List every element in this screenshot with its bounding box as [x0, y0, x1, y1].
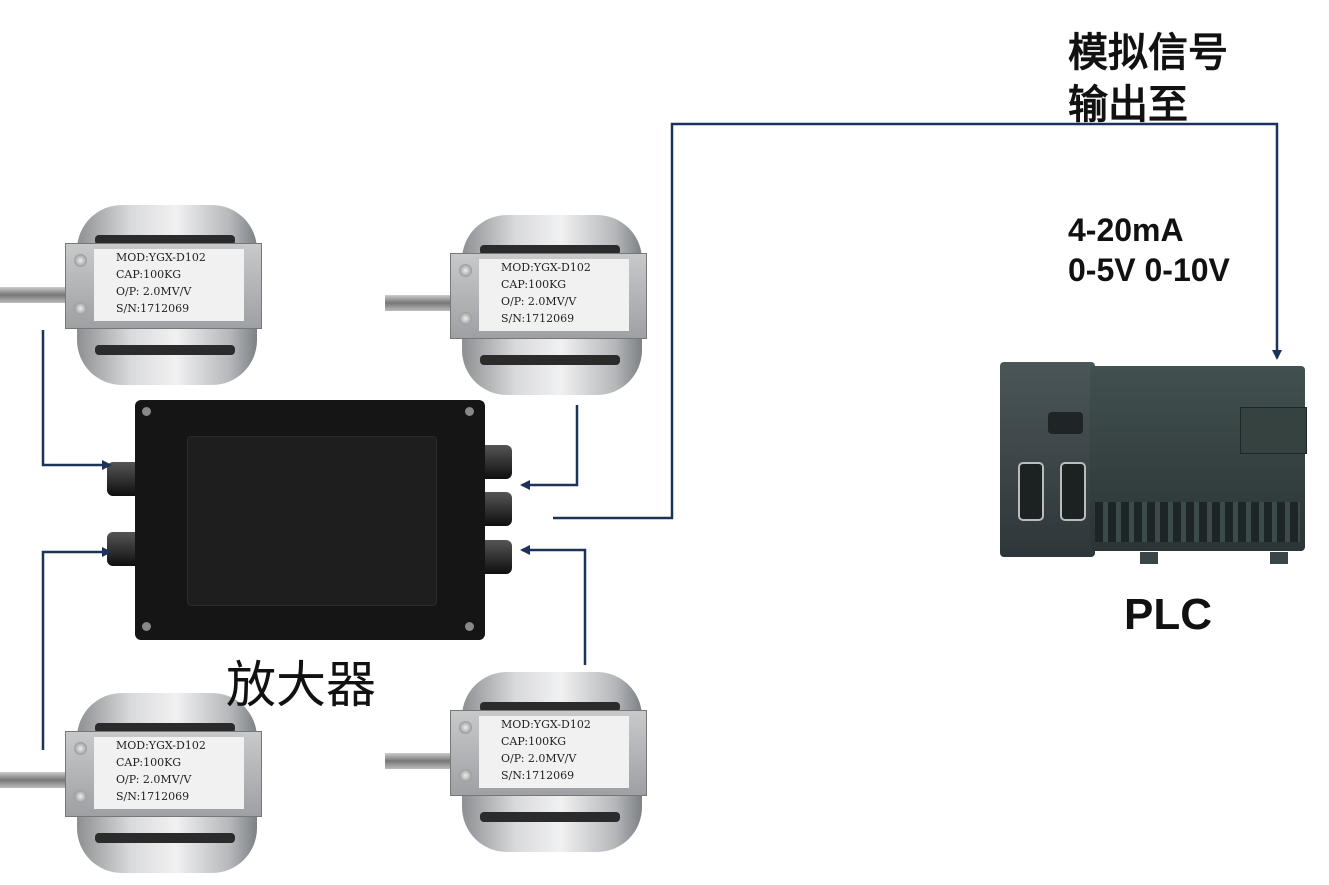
line-top-right-to-amplifier	[520, 405, 579, 490]
plc-label: PLC	[1124, 590, 1212, 639]
capacity-text: CAP:100KG	[116, 268, 182, 281]
line-top-left-to-amplifier	[41, 330, 112, 470]
serial-text: S/N:1712069	[501, 769, 575, 782]
output-text: O/P: 2.0MV/V	[116, 773, 192, 786]
cable	[385, 753, 455, 769]
serial-text: S/N:1712069	[116, 790, 190, 803]
line-bottom-left-to-amplifier	[41, 547, 112, 750]
line-bottom-right-to-amplifier	[520, 545, 587, 665]
amplifier-box	[135, 400, 485, 640]
model-text: MOD:YGX-D102	[501, 261, 591, 274]
plc-device	[1000, 362, 1310, 567]
output-text: O/P: 2.0MV/V	[501, 752, 577, 765]
signal-label-line2: 输出至	[1068, 82, 1188, 128]
output-text: O/P: 2.0MV/V	[116, 285, 192, 298]
capacity-text: CAP:100KG	[501, 735, 567, 748]
model-text: MOD:YGX-D102	[501, 718, 591, 731]
model-text: MOD:YGX-D102	[116, 739, 206, 752]
capacity-text: CAP:100KG	[501, 278, 567, 291]
amplifier-label: 放大器	[226, 656, 376, 714]
capacity-text: CAP:100KG	[116, 756, 182, 769]
output-text: O/P: 2.0MV/V	[501, 295, 577, 308]
cable	[0, 287, 70, 303]
cable	[0, 772, 70, 788]
serial-text: S/N:1712069	[501, 312, 575, 325]
line-amplifier-to-plc	[553, 122, 1282, 520]
signal-types-line2: 0-5V 0-10V	[1068, 252, 1230, 288]
model-text: MOD:YGX-D102	[116, 251, 206, 264]
signal-types-line1: 4-20mA	[1068, 212, 1184, 248]
signal-label-line1: 模拟信号	[1068, 30, 1228, 76]
serial-text: S/N:1712069	[116, 302, 190, 315]
cable	[385, 295, 455, 311]
